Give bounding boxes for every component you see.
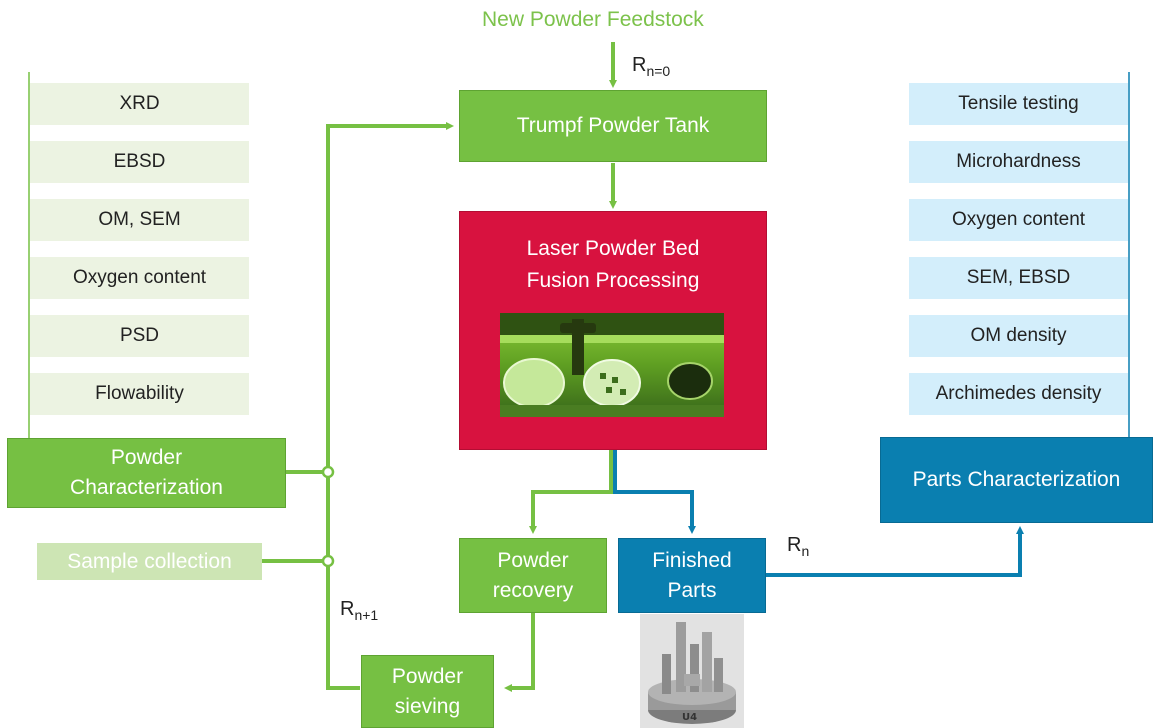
r-n-base: R [787, 534, 802, 556]
r-n1-base: R [340, 598, 355, 620]
r-n0-base: R [632, 54, 647, 76]
arrow-finished-to-parts-char [766, 526, 1024, 577]
r-n-subscript: n [801, 543, 810, 559]
powder-recovery-line1: Powder [497, 548, 569, 572]
arrow-lpbf-to-recovery [529, 450, 613, 534]
printed-parts-photo: U4 [640, 614, 744, 728]
powder-test-oxygen: Oxygen content [30, 257, 249, 299]
new-powder-feedstock-label: New Powder Feedstock [482, 8, 704, 31]
powder-sieving-line1: Powder [391, 664, 464, 688]
lpbf-title-line1: Laser Powder Bed [526, 237, 700, 260]
sample-collection-box: Sample collection [37, 543, 262, 580]
parts-test-tensile: Tensile testing [909, 83, 1128, 125]
recycle-loop-line [326, 122, 454, 690]
r-n1-subscript: n+1 [354, 607, 379, 623]
parts-characterization-box: Parts Characterization [880, 437, 1153, 523]
parts-test-label: Archimedes density [935, 383, 1102, 404]
powder-test-label: EBSD [113, 151, 166, 172]
parts-test-label: Microhardness [956, 151, 1081, 172]
finished-parts-line1: Finished [652, 548, 732, 572]
lpbf-machine-illustration [500, 313, 724, 417]
powder-test-label: Oxygen content [72, 267, 207, 288]
powder-test-ebsd: EBSD [30, 141, 249, 183]
parts-test-microhardness: Microhardness [909, 141, 1128, 183]
parts-test-oxygen: Oxygen content [909, 199, 1128, 241]
junction-powder-char [321, 465, 335, 479]
arrow-recovery-to-sieving [504, 613, 535, 692]
sample-collection-label: Sample collection [67, 549, 232, 573]
powder-test-label: OM, SEM [98, 209, 181, 230]
powder-sieving-box: Powder sieving [361, 655, 494, 728]
lpbf-title-line2: Fusion Processing [526, 269, 700, 292]
trumpf-powder-tank-label: Trumpf Powder Tank [516, 114, 710, 137]
powder-test-label: Flowability [95, 383, 184, 404]
r-n-label: Rn [787, 534, 809, 559]
powder-test-xrd: XRD [30, 83, 249, 125]
parts-test-om-density: OM density [909, 315, 1128, 357]
junction-sample [321, 554, 335, 568]
parts-test-label: Tensile testing [958, 93, 1079, 114]
r-n1-label: Rn+1 [340, 598, 378, 623]
powder-characterization-box: Powder Characterization [7, 438, 286, 508]
powder-char-line2: Characterization [70, 476, 223, 499]
parts-test-label: OM density [970, 325, 1067, 346]
powder-test-om-sem: OM, SEM [30, 199, 249, 241]
part-engraving: U4 [682, 712, 697, 723]
powder-test-label: XRD [119, 93, 160, 114]
lpbf-machine-photo [500, 313, 724, 417]
printed-parts-illustration: U4 [640, 614, 744, 728]
parts-test-archimedes: Archimedes density [909, 373, 1128, 415]
parts-test-label: Oxygen content [951, 209, 1086, 230]
lpbf-processing-box: Laser Powder Bed Fusion Processing [459, 211, 767, 450]
finished-parts-box: Finished Parts [618, 538, 766, 613]
finished-parts-line2: Parts [667, 578, 717, 602]
parts-test-sem-ebsd: SEM, EBSD [909, 257, 1128, 299]
r-n0-subscript: n=0 [646, 63, 671, 79]
trumpf-powder-tank-box: Trumpf Powder Tank [459, 90, 767, 162]
powder-test-flowability: Flowability [30, 373, 249, 415]
powder-test-label: PSD [119, 325, 160, 346]
powder-recovery-line2: recovery [492, 578, 574, 602]
powder-recovery-box: Powder recovery [459, 538, 607, 613]
arrow-lpbf-to-finished [613, 450, 696, 534]
powder-test-psd: PSD [30, 315, 249, 357]
powder-sieving-line2: sieving [394, 694, 461, 718]
r-n0-label: Rn=0 [632, 54, 670, 79]
parts-test-label: SEM, EBSD [966, 267, 1071, 288]
powder-char-line1: Powder [110, 446, 183, 469]
parts-characterization-label: Parts Characterization [912, 468, 1121, 491]
